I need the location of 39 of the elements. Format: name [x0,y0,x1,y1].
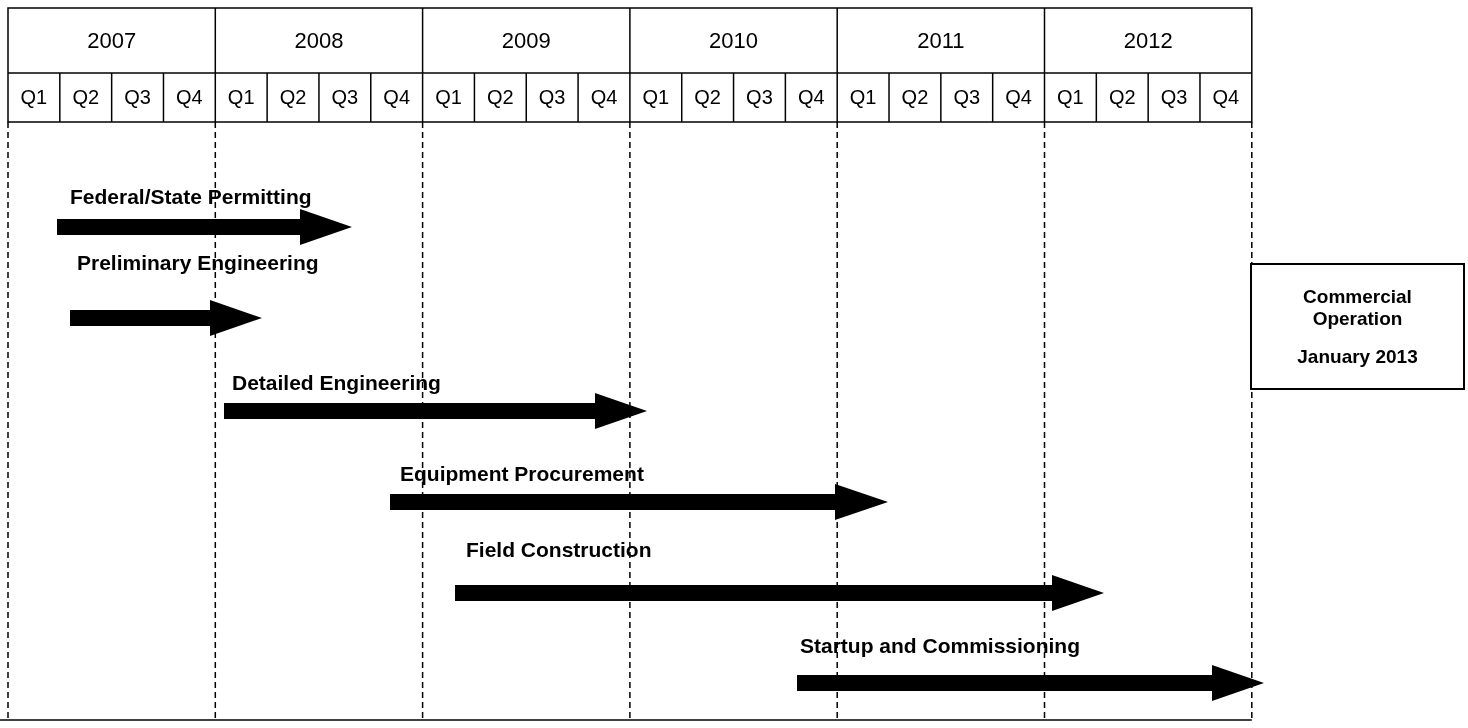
quarter-label: Q3 [331,86,359,109]
quarter-label: Q1 [227,86,255,109]
quarter-label: Q2 [72,86,100,109]
quarter-label: Q2 [1108,86,1136,109]
quarter-label: Q2 [279,86,307,109]
task-label: Federal/State Permitting [70,186,312,207]
milestone-box [1250,263,1465,390]
milestone-text: Commercial Operation [1302,285,1413,330]
quarter-label: Q2 [694,86,721,109]
quarter-label: Q1 [849,86,877,109]
year-label: 2009 [501,27,551,54]
year-label: 2012 [1123,27,1173,54]
year-label: 2010 [709,27,758,54]
quarter-label: Q1 [642,86,670,109]
task-label: Equipment Procurement [400,463,644,484]
year-label: 2011 [917,27,965,54]
quarter-label: Q4 [797,86,825,109]
quarter-label: Q2 [901,86,929,109]
milestone-text: January 2013 [1297,345,1418,368]
quarter-label: Q2 [487,86,514,109]
task-label: Detailed Engineering [232,372,441,393]
quarter-label: Q3 [746,86,773,109]
quarter-label: Q3 [1160,86,1188,109]
quarter-label: Q3 [538,86,566,109]
quarter-label: Q4 [383,86,410,109]
year-label: 2007 [87,27,137,54]
quarter-label: Q3 [953,86,981,109]
quarter-label: Q4 [590,86,618,109]
quarter-label: Q1 [1057,86,1084,109]
quarter-label: Q4 [1005,86,1032,109]
task-label: Preliminary Engineering [77,252,319,273]
task-label: Field Construction [466,539,652,560]
quarter-label: Q1 [20,86,48,109]
quarter-label: Q4 [176,86,203,109]
year-label: 2008 [294,27,344,54]
task-label: Startup and Commissioning [800,635,1080,656]
quarter-label: Q1 [435,86,462,109]
quarter-label: Q4 [1212,86,1240,109]
quarter-label: Q3 [124,86,151,109]
